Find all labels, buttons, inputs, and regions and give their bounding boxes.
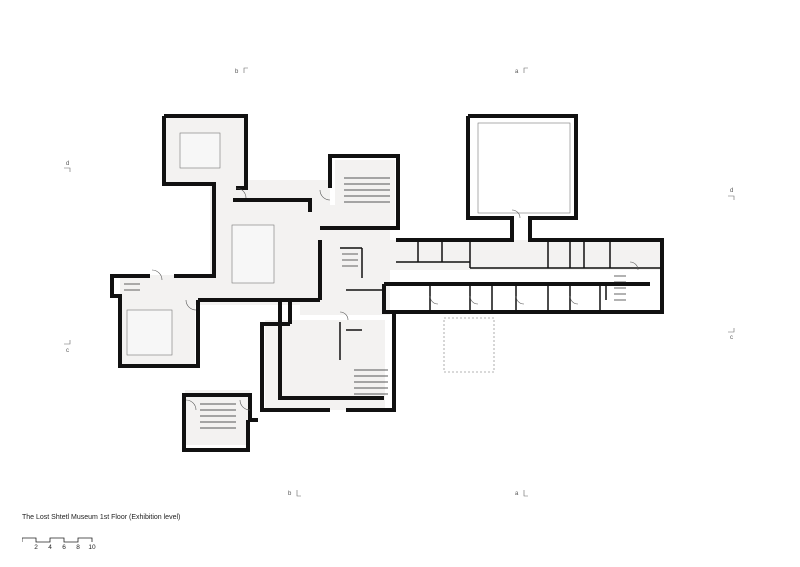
scale-tick-label: 4 xyxy=(48,544,52,551)
stairs xyxy=(124,177,626,429)
section-marker-b-bottom: b xyxy=(288,490,301,497)
section-marker-d-left: d xyxy=(64,161,71,172)
section-marker-d-right: d xyxy=(728,188,735,200)
outline-below xyxy=(443,317,495,373)
section-marker-a-bottom: a xyxy=(515,490,528,497)
exhibit-voids xyxy=(126,122,571,356)
svg-text:a: a xyxy=(515,69,519,75)
scale-bar-graphic xyxy=(21,537,93,543)
scale-tick-label: 8 xyxy=(76,544,80,551)
exterior-walls xyxy=(110,114,664,452)
svg-text:c: c xyxy=(66,348,69,354)
scale-tick-label: 10 xyxy=(88,544,96,551)
interior-walls xyxy=(339,240,662,360)
section-marker-c-right: c xyxy=(728,328,735,341)
svg-text:c: c xyxy=(730,335,733,341)
section-marker-c-left: c xyxy=(64,340,71,354)
section-marker-b-top: b xyxy=(235,67,248,75)
section-marker-a-top: a xyxy=(515,67,528,75)
scale-bar: 2 4 6 8 10 xyxy=(21,533,112,555)
svg-text:b: b xyxy=(288,491,292,497)
scale-tick-label: 2 xyxy=(34,544,38,551)
scale-tick-label: 6 xyxy=(62,544,66,551)
door-swings xyxy=(151,187,639,411)
svg-text:d: d xyxy=(730,188,733,194)
drawing-title: The Lost Shtetl Museum 1st Floor (Exhibi… xyxy=(22,514,181,521)
svg-text:b: b xyxy=(235,69,239,75)
svg-text:d: d xyxy=(66,161,69,167)
svg-text:a: a xyxy=(515,491,519,497)
section-markers: b a d d c c b a xyxy=(64,67,735,497)
